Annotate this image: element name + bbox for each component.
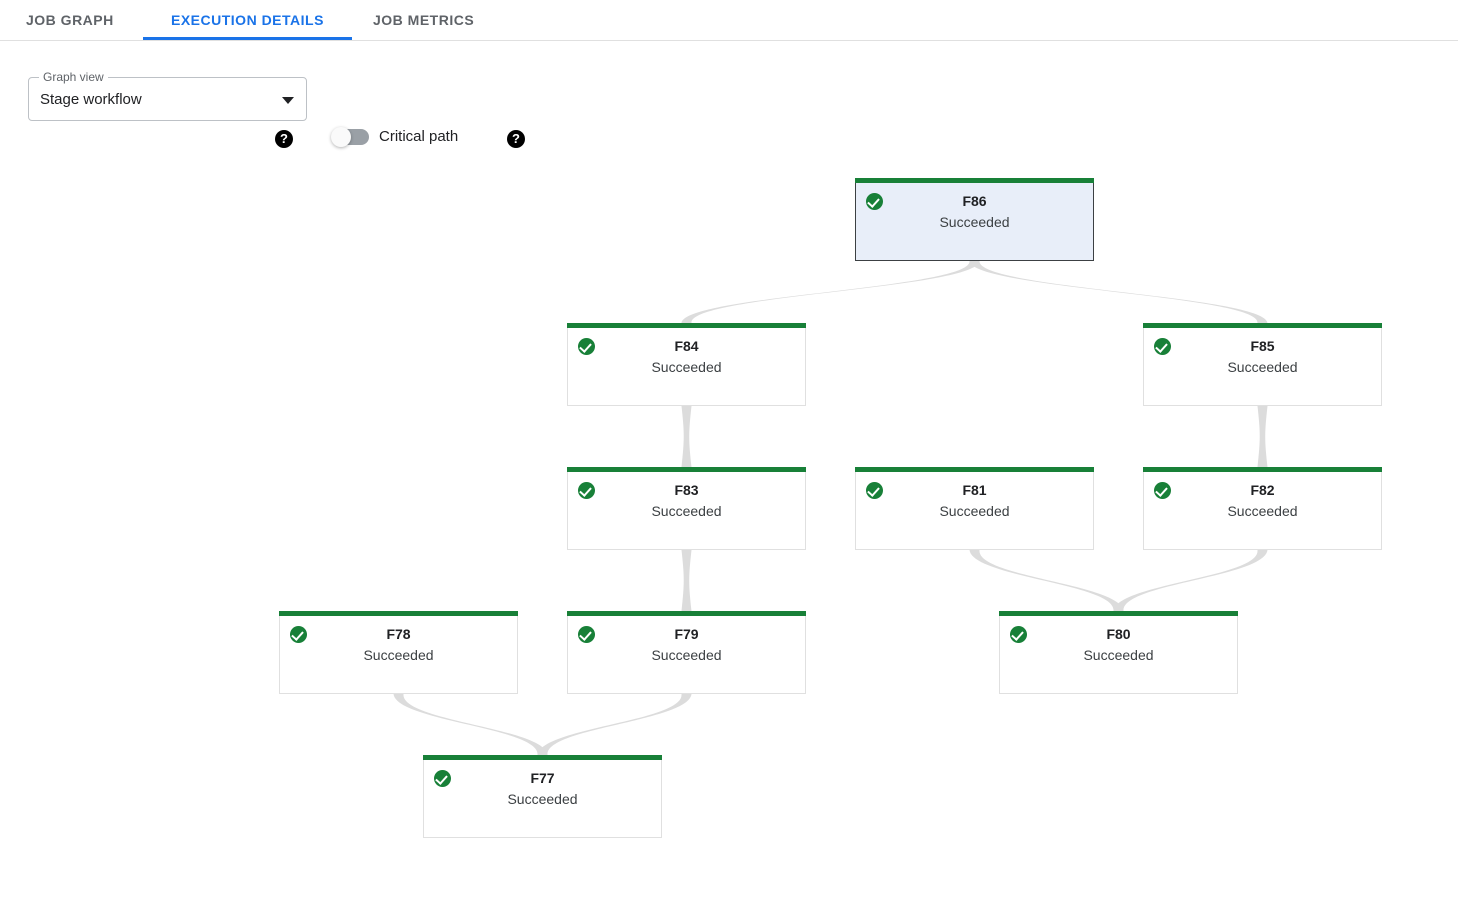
node-status-bar — [855, 467, 1094, 472]
node-title: F82 — [1250, 482, 1275, 498]
node-status-bar — [279, 611, 518, 616]
graph-edge-f84-f83 — [681, 406, 692, 467]
graph-edge-f78-f77 — [393, 694, 548, 755]
toggle-knob — [331, 127, 351, 147]
check-circle-icon — [578, 338, 595, 355]
node-status-text: Succeeded — [939, 214, 1010, 230]
node-status-text: Succeeded — [1227, 503, 1298, 519]
node-status-bar — [855, 178, 1094, 183]
graph-edge-f86-f85 — [969, 261, 1268, 323]
tab-job-graph[interactable]: JOB GRAPH — [26, 0, 114, 40]
node-status-text: Succeeded — [939, 503, 1010, 519]
graph-view-value: Stage workflow — [40, 91, 142, 108]
check-circle-icon — [1154, 482, 1171, 499]
graph-view-select[interactable]: Graph view Stage workflow — [28, 70, 307, 121]
critical-path-toggle[interactable] — [331, 127, 371, 147]
graph-edge-f82-f80 — [1113, 550, 1268, 611]
node-status-bar — [567, 323, 806, 328]
node-status-text: Succeeded — [651, 503, 722, 519]
node-status-bar — [1143, 323, 1382, 328]
node-status-bar — [567, 467, 806, 472]
graph-view-legend: Graph view — [39, 70, 108, 84]
node-status-text: Succeeded — [363, 647, 434, 663]
check-circle-icon — [1010, 626, 1027, 643]
node-status-bar — [567, 611, 806, 616]
node-status-text: Succeeded — [651, 359, 722, 375]
node-status-bar — [1143, 467, 1382, 472]
tab-execution-details-label: EXECUTION DETAILS — [171, 12, 324, 28]
node-title: F79 — [674, 626, 699, 642]
check-circle-icon — [434, 770, 451, 787]
node-title: F80 — [1106, 626, 1131, 642]
node-status-bar — [999, 611, 1238, 616]
tab-job-metrics-label: JOB METRICS — [373, 12, 475, 28]
graph-edge-f83-f79 — [681, 550, 692, 611]
node-title: F84 — [674, 338, 699, 354]
tab-execution-details[interactable]: EXECUTION DETAILS — [143, 0, 352, 40]
node-title: F85 — [1250, 338, 1275, 354]
tab-job-graph-label: JOB GRAPH — [26, 12, 114, 28]
critical-path-label: Critical path — [379, 128, 459, 145]
node-title: F86 — [962, 193, 987, 209]
toolbar: Graph view Stage workflow ? Critical pat… — [0, 41, 1458, 148]
check-circle-icon — [866, 482, 883, 499]
node-status-bar — [423, 755, 662, 760]
tab-job-metrics[interactable]: JOB METRICS — [373, 0, 474, 40]
graph-edge-f85-f82 — [1257, 406, 1268, 467]
node-title: F81 — [962, 482, 987, 498]
graph-edge-f86-f84 — [681, 261, 980, 323]
node-status-text: Succeeded — [651, 647, 722, 663]
tab-bar: JOB GRAPH EXECUTION DETAILS JOB METRICS — [0, 0, 1458, 41]
graph-edge-f81-f80 — [969, 550, 1124, 611]
node-status-text: Succeeded — [507, 791, 578, 807]
check-circle-icon — [578, 482, 595, 499]
check-circle-icon — [290, 626, 307, 643]
chevron-down-icon[interactable] — [282, 97, 294, 104]
check-circle-icon — [866, 193, 883, 210]
check-circle-icon — [578, 626, 595, 643]
graph-edge-f79-f77 — [537, 694, 692, 755]
node-title: F83 — [674, 482, 699, 498]
graph-view-help-icon[interactable]: ? — [275, 130, 293, 148]
node-status-text: Succeeded — [1227, 359, 1298, 375]
check-circle-icon — [1154, 338, 1171, 355]
node-status-text: Succeeded — [1083, 647, 1154, 663]
critical-path-help-icon[interactable]: ? — [507, 130, 525, 148]
node-title: F77 — [530, 770, 555, 786]
node-title: F78 — [386, 626, 411, 642]
